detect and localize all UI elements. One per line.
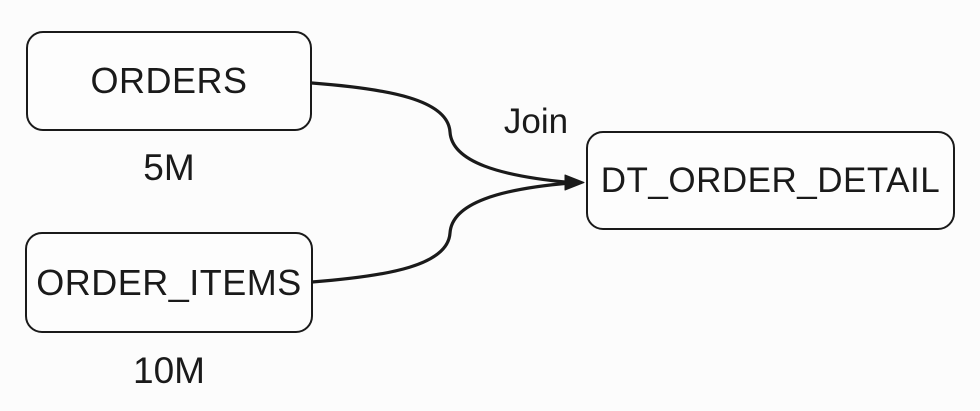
node-order-items: ORDER_ITEMS bbox=[25, 232, 313, 333]
edge-orders-to-dt-order-detail bbox=[310, 81, 572, 185]
orders-row-count: 5M bbox=[143, 147, 195, 188]
node-orders-label: ORDERS bbox=[90, 60, 248, 101]
arrowhead-icon bbox=[564, 174, 585, 191]
join-edge-label: Join bbox=[503, 102, 569, 141]
edge-order-items-to-dt-order-detail bbox=[310, 181, 572, 284]
node-orders: ORDERS bbox=[26, 31, 312, 131]
node-dt-order-detail: DT_ORDER_DETAIL bbox=[586, 131, 955, 230]
order-items-row-count: 10M bbox=[133, 350, 205, 391]
node-dt-order-detail-label: DT_ORDER_DETAIL bbox=[600, 160, 941, 200]
node-order-items-label: ORDER_ITEMS bbox=[36, 261, 302, 303]
